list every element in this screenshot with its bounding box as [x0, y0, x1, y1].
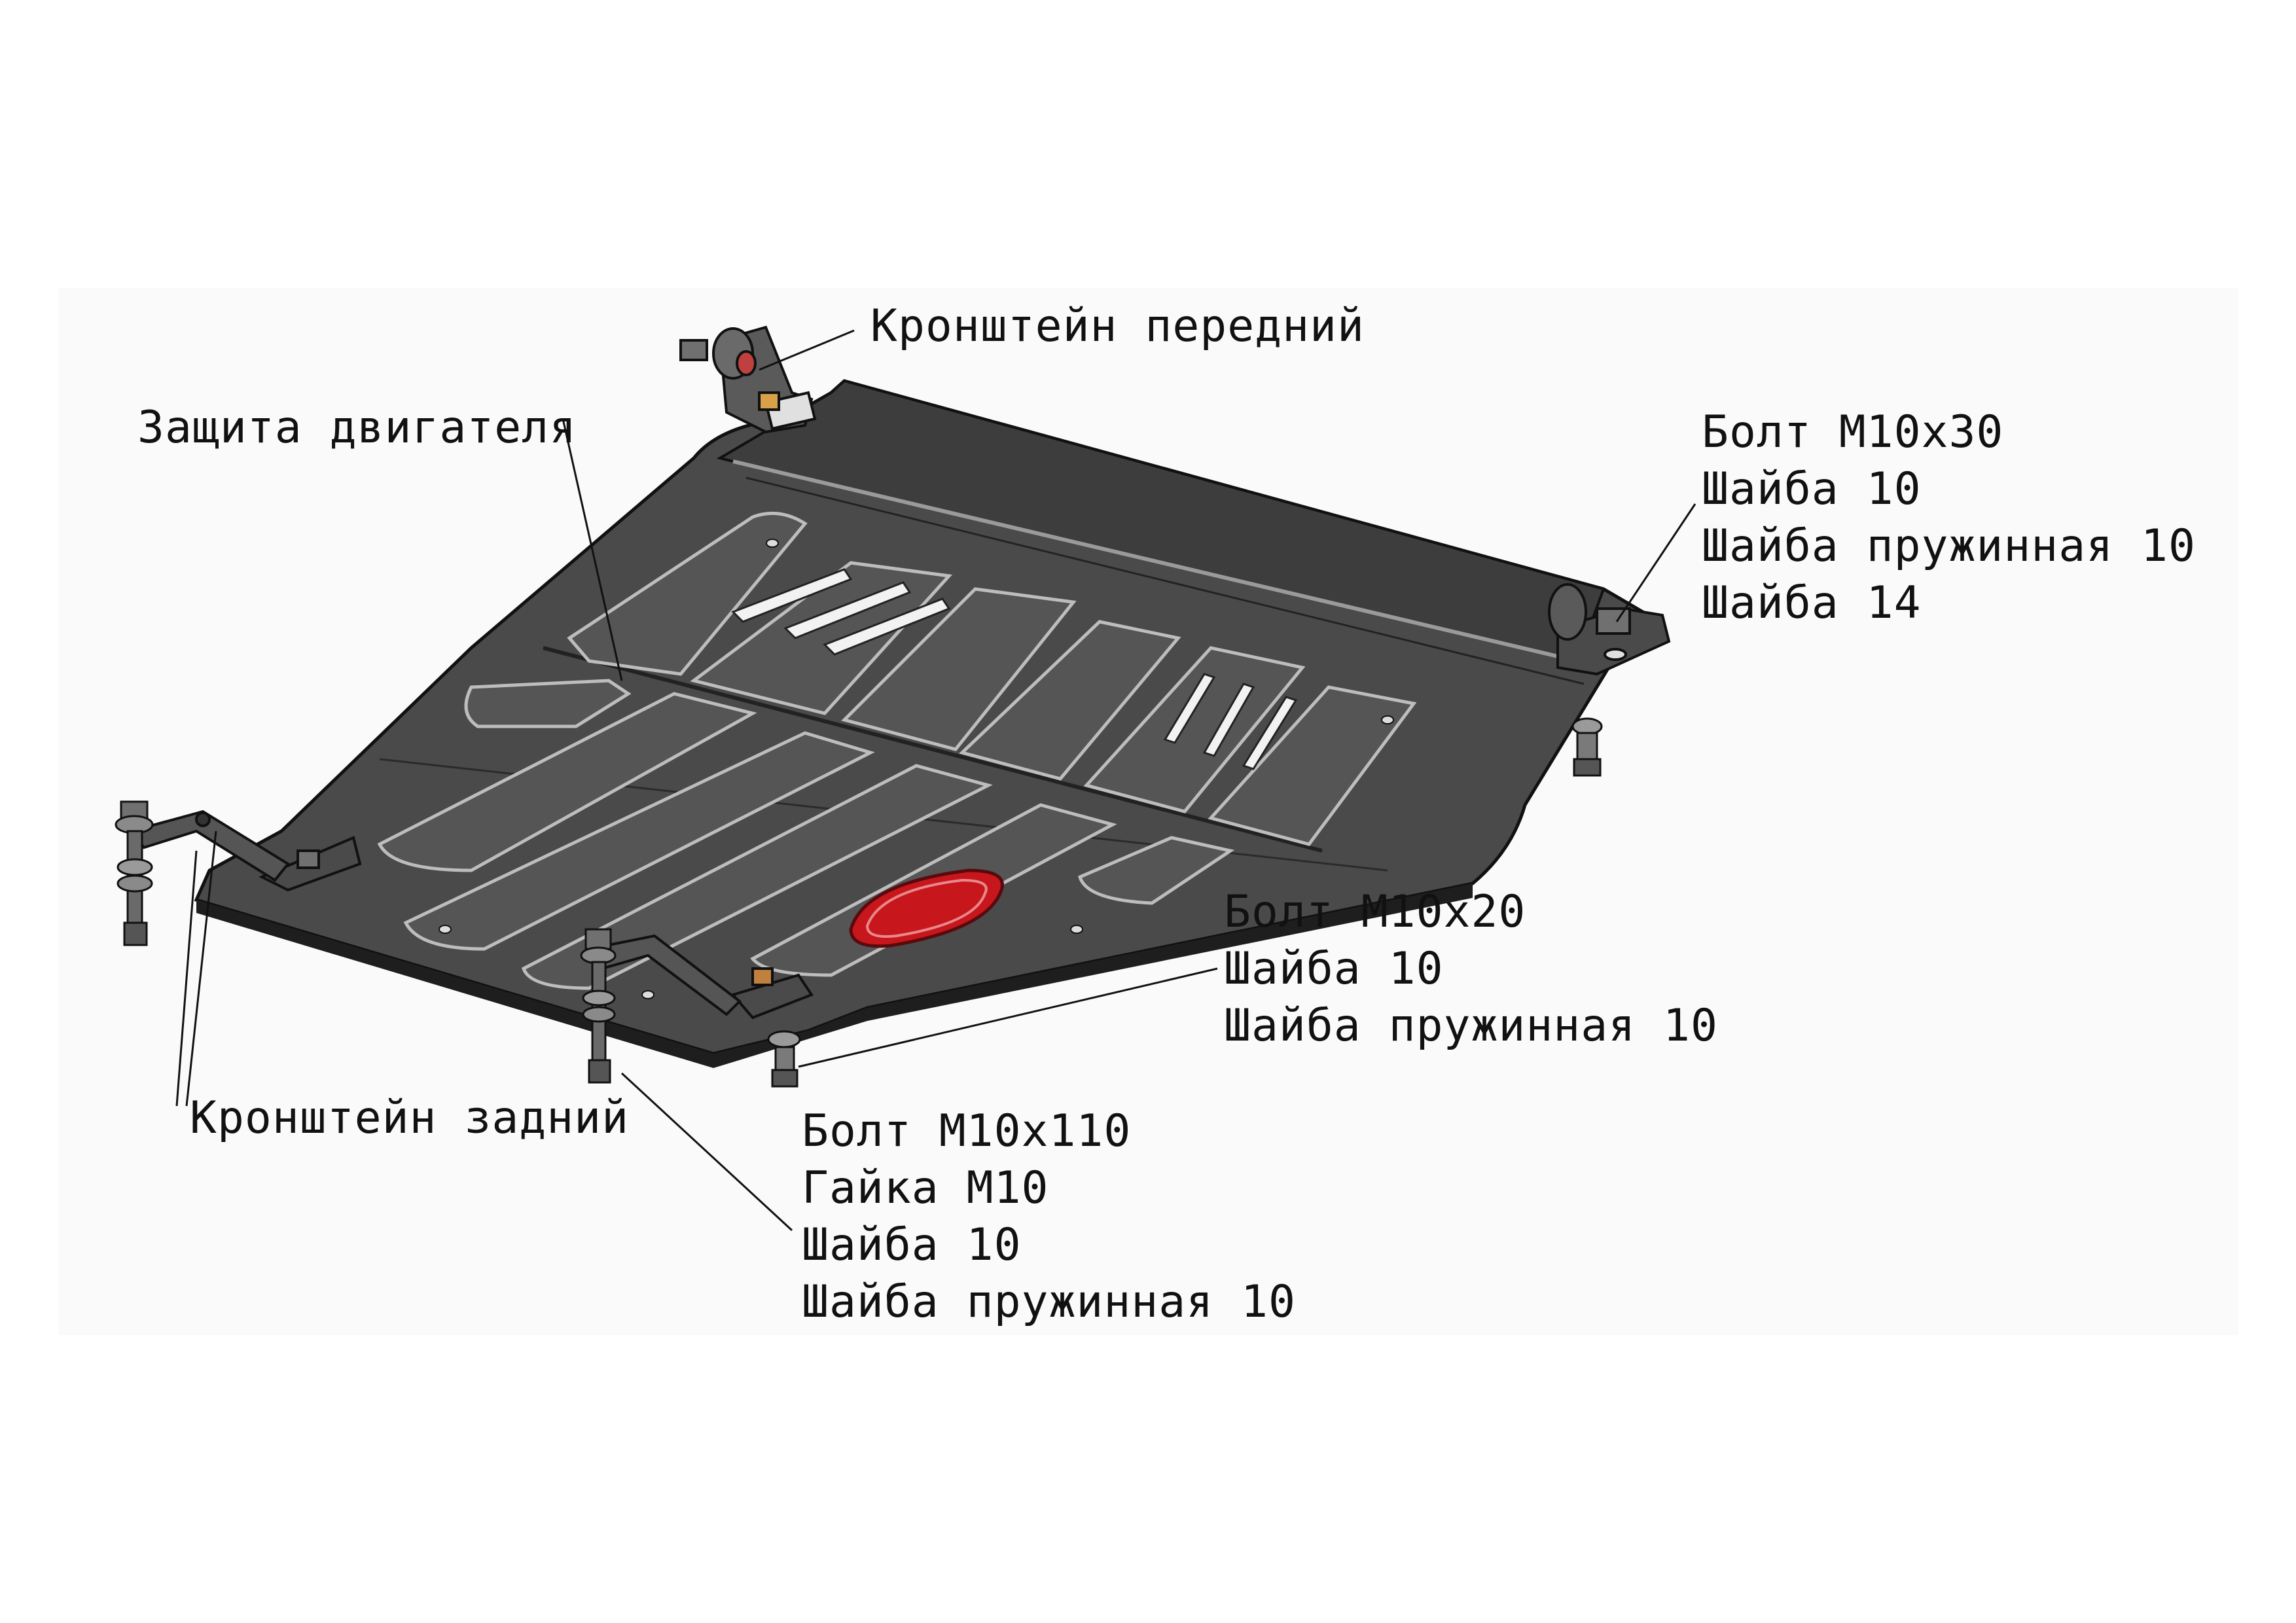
center-loose-bolt: [767, 1030, 801, 1088]
access-hatch: [849, 868, 1004, 948]
right-mount-line: Шайба пружинная 10: [1702, 520, 2196, 572]
rear-left-bolt: [115, 800, 154, 946]
center-mount-line: Болт M10x20: [1224, 886, 1526, 938]
rear-mount-line: Шайба пружинная 10: [802, 1276, 1296, 1328]
right-mount-line: Шайба 10: [1702, 463, 1922, 515]
center-mount-line: Шайба пружинная 10: [1224, 1000, 1718, 1052]
rear-mount-line: Шайба 10: [802, 1219, 1022, 1271]
leader-rear-bracket-2: [185, 830, 217, 1107]
right-loose-bolt: [1571, 717, 1603, 777]
leader-center-mount: [798, 967, 1218, 1068]
right-mount-line: Шайба 14: [1702, 577, 1922, 629]
leader-rear-mount: [620, 1072, 793, 1232]
rear-right-bolt: [580, 928, 617, 1084]
front-bracket: [679, 325, 817, 434]
ventilation-slots: [731, 568, 1298, 770]
rear-left-bracket: [128, 810, 362, 892]
label-engine-guard: Защита двигателя: [137, 402, 577, 454]
label-center-mount: Болт M10x20 Шайба 10 Шайба пружинная 10: [1224, 883, 1718, 1054]
leader-engine-guard: [562, 418, 623, 681]
rear-mount-line: Гайка M10: [802, 1162, 1049, 1214]
label-rear-mount: Болт M10x110 Гайка M10 Шайба 10 Шайба пр…: [802, 1103, 1296, 1330]
label-front-bracket: Кронштейн передний: [870, 300, 1365, 352]
leader-right-mount: [1615, 503, 1696, 622]
leader-lines: [175, 329, 1696, 1232]
right-bracket: [1548, 583, 1671, 676]
leader-rear-bracket-1: [175, 850, 198, 1107]
right-mount-line: Болт M10x30: [1702, 406, 2004, 458]
rear-mount-line: Болт M10x110: [802, 1105, 1132, 1157]
center-mount-line: Шайба 10: [1224, 943, 1444, 995]
label-rear-bracket: Кронштейн задний: [190, 1092, 630, 1144]
leader-front-bracket: [759, 329, 855, 371]
label-right-mount: Болт M10x30 Шайба 10 Шайба пружинная 10 …: [1702, 404, 2196, 632]
bolt-holes: [439, 539, 1394, 999]
